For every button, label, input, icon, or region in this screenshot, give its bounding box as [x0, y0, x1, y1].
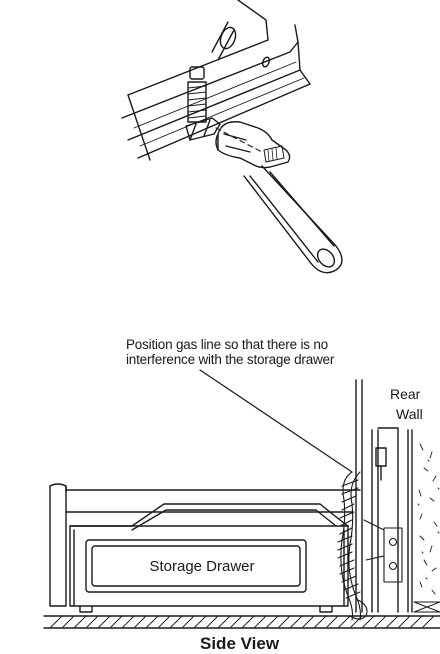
- rear-wall-label-line-2: Wall: [396, 406, 423, 422]
- gas-line-coil: [337, 471, 403, 621]
- range-side-profile: [49, 379, 399, 613]
- gas-line-instruction: Position gas line so that there is no in…: [126, 337, 416, 367]
- wrench-icon: [215, 121, 343, 274]
- instruction-line-2: interference with the storage drawer: [126, 352, 335, 367]
- floor: [43, 615, 440, 629]
- storage-drawer-label: Storage Drawer: [149, 558, 255, 575]
- storage-drawer: [69, 503, 349, 613]
- leveling-leg-illustration: [121, 0, 311, 161]
- rear-wall-label-line-1: Rear: [390, 386, 421, 402]
- drawer-label-panel: [85, 539, 307, 593]
- diagram-caption: Side View: [200, 634, 280, 653]
- rear-wall: [407, 429, 440, 613]
- callout-leader-line: [199, 369, 353, 473]
- instruction-line-1: Position gas line so that there is no: [126, 337, 328, 352]
